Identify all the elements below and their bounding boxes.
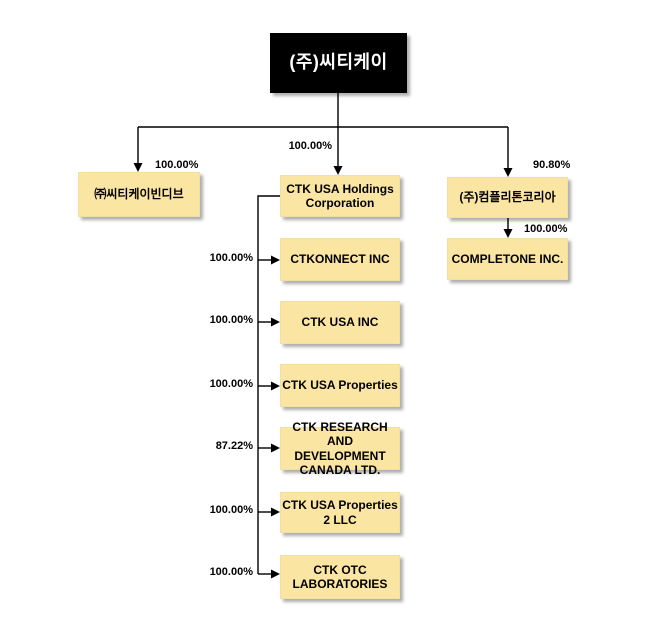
node-ctk-bindib: ㈜씨티케이빈디브	[78, 172, 200, 217]
arrowhead-right	[271, 255, 280, 265]
ownership-label-bindib: 100.00%	[155, 159, 199, 171]
ownership-label-ctk-usa-properties-2: 100.00%	[209, 504, 253, 516]
arrowhead-right	[271, 443, 280, 453]
node-completone-korea: (주)컴플리톤코리아	[447, 177, 568, 218]
arrowhead-right	[271, 569, 280, 579]
arrowhead-right	[271, 507, 280, 517]
arrowhead-down	[503, 229, 513, 238]
node-completone-inc: COMPLETONE INC.	[447, 238, 568, 280]
ownership-label-ctk-research-canada: 87.22%	[215, 440, 253, 452]
ownership-label-ctk-usa-properties: 100.00%	[209, 378, 253, 390]
arrowhead-down	[133, 163, 143, 172]
ownership-label-holdings: 100.00%	[288, 140, 332, 152]
arrowhead-down	[333, 166, 343, 175]
ownership-label-completone-korea: 90.80%	[533, 159, 571, 171]
arrowhead-right	[271, 381, 280, 391]
node-ctk-usa-properties: CTK USA Properties	[280, 364, 400, 407]
node-ctk-usa-holdings: CTK USA Holdings Corporation	[280, 175, 400, 217]
node-ctk-usa-inc: CTK USA INC	[280, 301, 400, 344]
arrowhead-right	[271, 317, 280, 327]
root-node-ctk: (주)씨티케이	[270, 33, 407, 93]
node-ctk-usa-properties-2: CTK USA Properties 2 LLC	[280, 492, 400, 533]
ownership-label-ctk-usa-inc: 100.00%	[209, 314, 253, 326]
node-ctkonnect: CTKONNECT INC	[280, 238, 400, 281]
ownership-label-ctkonnect: 100.00%	[209, 252, 253, 264]
arrowhead-down	[503, 168, 513, 177]
ownership-label-completone-inc: 100.00%	[524, 223, 568, 235]
node-ctk-research-canada: CTK RESEARCH AND DEVELOPMENT CANADA LTD.	[280, 420, 400, 477]
node-ctk-otc-laboratories: CTK OTC LABORATORIES	[280, 555, 400, 599]
ownership-label-ctk-otc-laboratories: 100.00%	[209, 566, 253, 578]
